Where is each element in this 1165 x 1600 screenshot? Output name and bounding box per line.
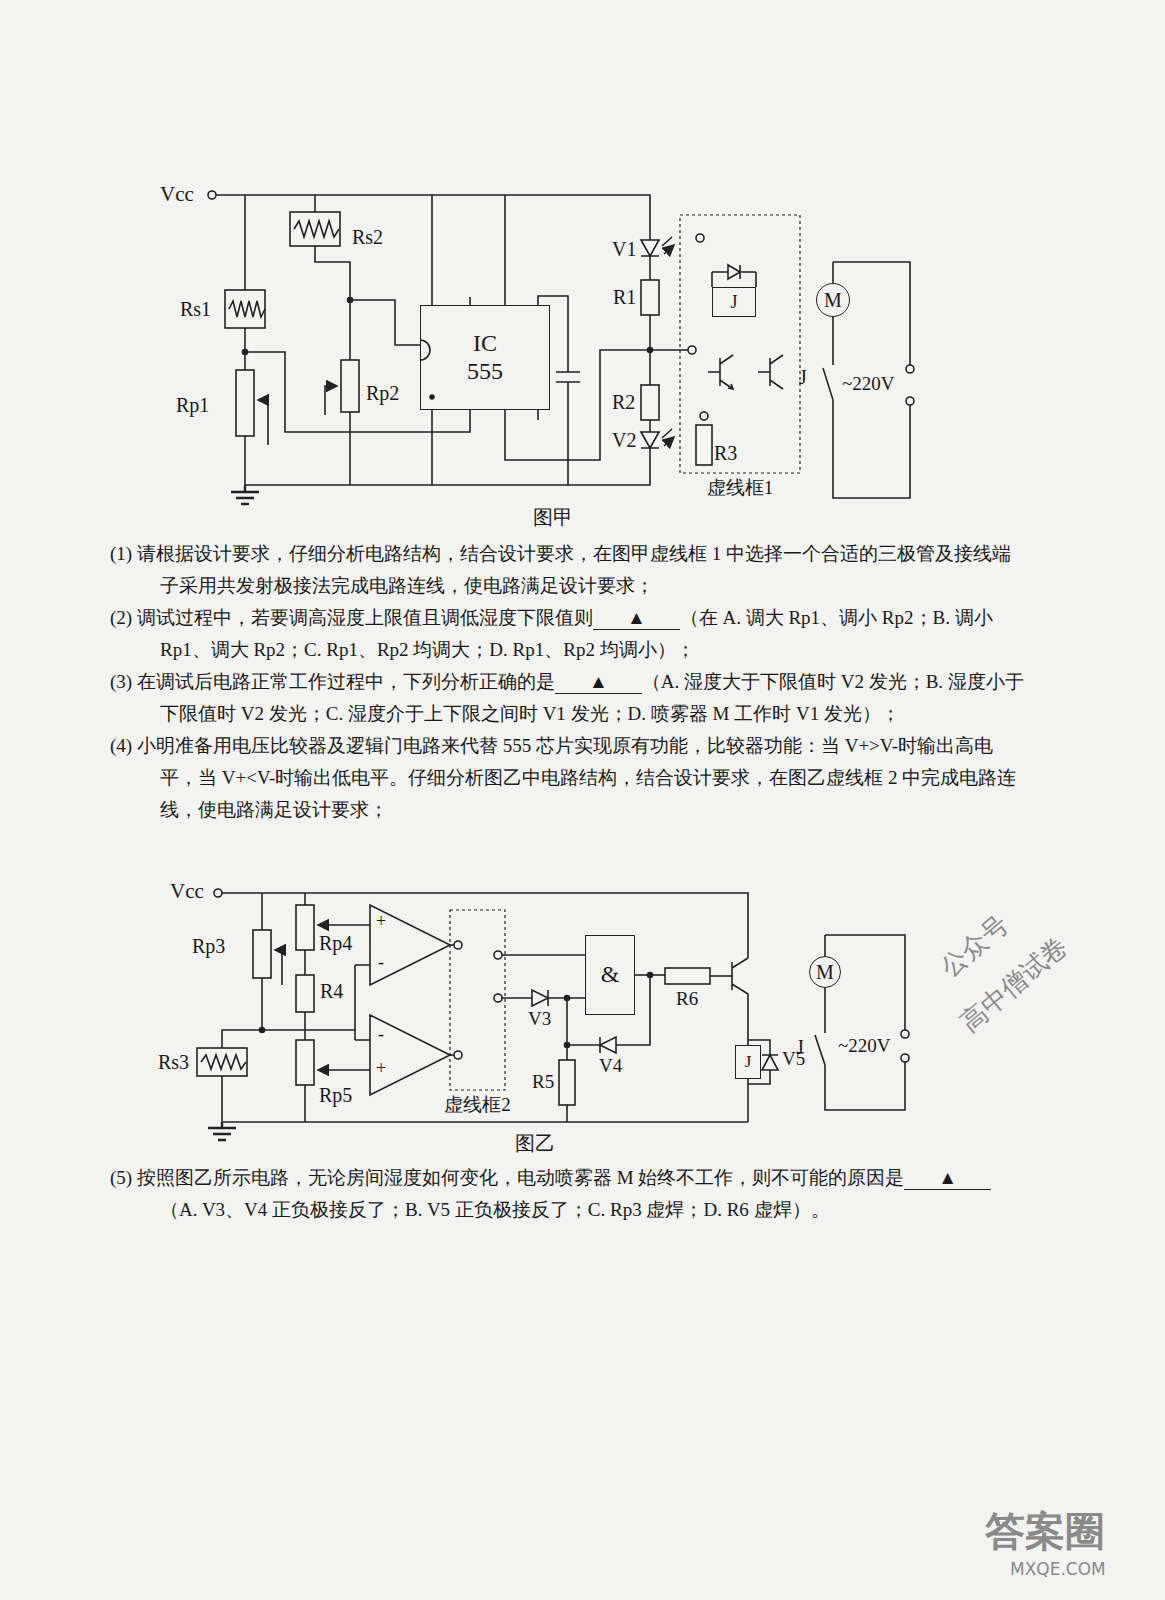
question-text: (5) 按照图乙所示电路，无论房间湿度如何变化，电动喷雾器 M 始终不工作，则不…: [110, 1162, 1025, 1226]
wire: [505, 954, 585, 956]
pin-sign: -: [378, 1024, 384, 1045]
part-label: Rp2: [366, 382, 399, 405]
node-text: &: [601, 961, 620, 989]
part-label: R3: [714, 442, 737, 465]
pin-sign: +: [376, 1058, 386, 1079]
part-label: R1: [613, 286, 636, 309]
motor: M: [816, 283, 850, 317]
part-label: R2: [612, 391, 635, 414]
part-label: Rp4: [319, 932, 352, 955]
figure-b-wires: [197, 889, 909, 1140]
question-text: (3) 在调试后电路正常工作过程中，下列分析正确的是▲（A. 湿度大于下限值时 …: [110, 666, 1025, 730]
part-label: V1: [612, 238, 636, 261]
pin-sign: -: [378, 952, 384, 973]
node-text: J: [745, 1052, 752, 1072]
question-text: (4) 小明准备用电压比较器及逻辑门电路来代替 555 芯片实现原有功能，比较器…: [110, 730, 1025, 826]
node-text: M: [824, 289, 842, 312]
part-label: Rp5: [319, 1084, 352, 1107]
node-text: IC 555: [460, 330, 510, 385]
dashed-frame: 虚线框2: [450, 910, 505, 1090]
part-label: V2: [612, 429, 636, 452]
supply-label: ~220V: [842, 373, 895, 395]
part-label: R4: [320, 980, 343, 1003]
and-gate: &: [585, 935, 635, 1015]
part-label: R6: [676, 988, 698, 1010]
dashed-frame: 虚线框1J: [680, 215, 800, 473]
figure-caption: 图甲: [533, 506, 573, 529]
relay-coil: J: [712, 287, 756, 317]
part-label: Rs2: [352, 226, 383, 249]
part-label: R5: [532, 1071, 554, 1093]
question-text: (2) 调试过程中，若要调高湿度上限值且调低湿度下限值则▲（在 A. 调大 Rp…: [110, 602, 1025, 666]
part-label: Rs3: [158, 1051, 189, 1074]
supply-label: Vcc: [160, 182, 194, 206]
part-label: V3: [528, 1008, 551, 1030]
part-label: V4: [599, 1055, 622, 1077]
watermark: MXQE.COM: [1010, 1560, 1106, 1580]
pin-sign: +: [376, 911, 386, 932]
question-text: (1) 请根据设计要求，仔细分析电路结构，结合设计要求，在图甲虚线框 1 中选择…: [110, 538, 1025, 602]
supply-label: Vcc: [170, 879, 204, 903]
watermark: 答案圈: [985, 1508, 1105, 1554]
node-text: J: [730, 292, 737, 313]
figure-a-wires: [208, 191, 914, 504]
switch-label: J: [799, 366, 807, 389]
switch-label: J: [796, 1036, 804, 1059]
figure-caption: 图乙: [515, 1132, 555, 1155]
node-text: M: [816, 961, 834, 984]
watermark: 公众号: [935, 910, 1014, 983]
relay-coil: J: [735, 1045, 761, 1079]
part-label: Rp3: [192, 935, 225, 958]
node-text: 虚线框1: [707, 477, 774, 499]
part-label: Rp1: [176, 394, 209, 417]
node-text: 虚线框2: [444, 1094, 511, 1116]
part-label: Rs1: [180, 298, 211, 321]
ic-chip: IC 555: [420, 305, 550, 410]
supply-label: ~220V: [838, 1035, 891, 1057]
motor: M: [809, 956, 841, 988]
